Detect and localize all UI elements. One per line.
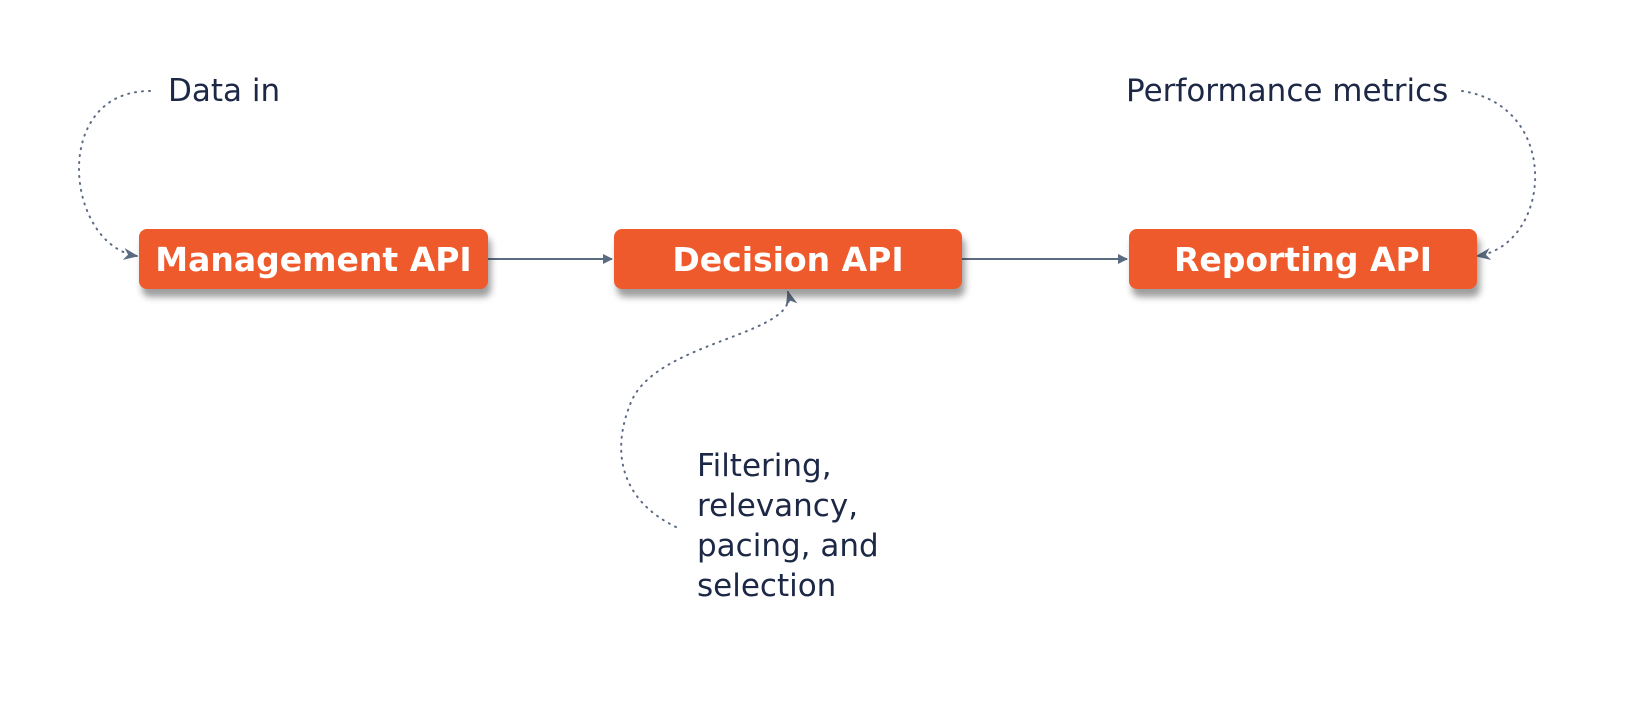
performance-metrics-annotation: Performance metrics: [1126, 73, 1449, 109]
management-api-label: Management API: [155, 239, 472, 279]
reporting-api-label: Reporting API: [1173, 239, 1433, 279]
management-api-node: Management API: [139, 229, 488, 289]
decision-api-label: Decision API: [672, 239, 904, 279]
edge-metrics-to-reporting: [1461, 90, 1537, 260]
decision-note-annotation: Filtering, relevancy, pacing, and select…: [697, 448, 879, 604]
decision-api-node: Decision API: [614, 229, 962, 289]
reporting-api-node: Reporting API: [1129, 229, 1477, 289]
edge-data-in-to-management: [78, 90, 151, 260]
edge-note-to-decision: [620, 290, 798, 528]
data-in-annotation: Data in: [168, 73, 281, 109]
